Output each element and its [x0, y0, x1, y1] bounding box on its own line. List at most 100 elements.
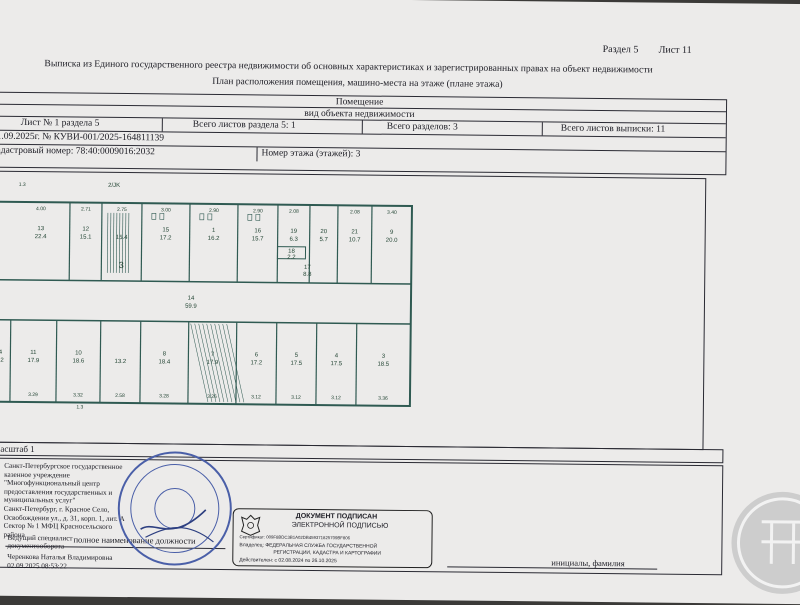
room-wall — [9, 319, 12, 402]
room-wall — [355, 323, 358, 406]
signature-owner2: РЕГИСТРАЦИИ, КАДАСТРА И КАРТОГРАФИИ — [273, 549, 382, 557]
total-sheets-section: Всего листов раздела 5: 1 — [162, 118, 363, 134]
hatch-line — [214, 323, 233, 403]
room-width: 2.08 — [350, 209, 360, 215]
stair-number: 3 — [119, 260, 124, 270]
room-wall — [235, 322, 238, 405]
room-width: 2.90 — [253, 208, 263, 214]
room-area: 8.8 — [303, 272, 312, 278]
room-area: 10.7 — [349, 237, 361, 243]
room-number: 12 — [82, 227, 89, 233]
room-wall — [99, 320, 102, 403]
employee-name: Черенкова Наталья Владимировна — [7, 552, 113, 562]
hatch-line — [210, 323, 229, 403]
document-title: Выписка из Единого государственного реес… — [44, 58, 653, 76]
room-width: 3.40 — [387, 210, 397, 216]
hatch-line — [226, 324, 245, 403]
room-width: 3.29 — [28, 392, 38, 398]
signature-owner: Владелец: ФЕДЕРАЛЬНАЯ СЛУЖБА ГОСУДАРСТВЕ… — [239, 542, 378, 550]
room-area: 5.7 — [319, 237, 328, 243]
hatch-line — [190, 323, 209, 402]
room-wall — [409, 324, 412, 407]
room-number: 7 — [211, 352, 215, 358]
room-area: 18.5 — [377, 362, 389, 368]
room-small-outline — [276, 246, 307, 260]
cadastral-number: адастровый номер: 78:40:0009016:2032 — [0, 144, 258, 162]
section-label: Раздел 5 — [602, 44, 639, 56]
room-wall — [308, 204, 311, 283]
signature-title2: ЭЛЕКТРОННОЙ ПОДПИСЬЮ — [291, 521, 389, 530]
room-wall — [336, 205, 339, 284]
corridor-wall-bottom — [0, 318, 411, 325]
stair-step — [118, 212, 121, 273]
room-width: 4.00 — [36, 206, 46, 212]
room-area: 17.5 — [290, 361, 302, 367]
hatch-line — [202, 323, 221, 403]
room-number: 4 — [335, 353, 339, 359]
hatch-line — [218, 323, 237, 403]
room-wall — [55, 320, 58, 403]
room-area: 12 — [0, 358, 4, 364]
room-number: 3 — [382, 354, 386, 360]
hatch-line — [198, 323, 217, 403]
stair-step — [124, 213, 127, 274]
total-sheets: Всего листов выписки: 11 — [560, 123, 666, 135]
hatch-line — [222, 323, 241, 403]
corridor-number: 14 — [188, 296, 195, 302]
room-width: 3.12 — [251, 394, 261, 400]
room-wall — [370, 205, 373, 284]
room-width: 3.36 — [378, 396, 388, 402]
stair-step — [109, 212, 112, 273]
room-wall — [188, 203, 191, 282]
room-wall — [276, 204, 279, 283]
room-area: 2.2 — [287, 255, 296, 261]
info-table: Помещение вид объекта недвижимости Лист … — [0, 91, 728, 176]
dim-top-left: 1.3 — [19, 182, 26, 188]
room-area: 15.1 — [80, 235, 92, 241]
room-number: 6 — [255, 352, 259, 358]
room-wall — [187, 321, 190, 404]
room-number: 15 — [162, 227, 169, 233]
total-sections: Всего разделов: 3 — [362, 120, 543, 136]
room-wall — [68, 202, 71, 281]
window-mark — [159, 213, 165, 220]
initials-caption: инициалы, фамилия — [551, 557, 625, 569]
room-area: 16.2 — [208, 236, 220, 242]
window-mark — [255, 214, 261, 221]
room-area: 17.2 — [250, 360, 262, 366]
hatch-line — [206, 323, 225, 403]
room-width: 3.32 — [73, 392, 83, 398]
floor-plan: 1322.44.001215.12.7115.42.751517.23.0011… — [0, 182, 413, 411]
window-mark — [199, 213, 205, 221]
room-number: 9 — [390, 230, 394, 236]
dim-bottom-left: 1.3 — [76, 405, 83, 411]
room-area: 15.7 — [252, 236, 264, 242]
room-number: 21 — [351, 229, 358, 235]
room-width: 2.58 — [115, 393, 125, 399]
room-area: 18.6 — [72, 358, 84, 364]
window-mark — [151, 212, 157, 220]
room-number: 17 — [304, 265, 311, 271]
room-number: 5 — [295, 353, 299, 359]
room-number: 8 — [163, 351, 167, 357]
window-mark — [207, 213, 213, 221]
room-area: 17.5 — [330, 361, 342, 367]
signature-certificate: Сертификат: 009F8BDC3B1A02DB459371825709… — [239, 534, 351, 541]
room-area: 17.2 — [160, 235, 172, 241]
object-type: вид объекта недвижимости — [304, 108, 415, 121]
room-wall — [139, 321, 142, 404]
stair-step — [121, 212, 124, 273]
list-number: Лист № 1 раздела 5 — [0, 116, 163, 132]
building-outline — [0, 200, 413, 408]
room-area: 6.3 — [289, 237, 298, 243]
signature-validity: Действителен: с 02.08.2024 по 26.10.2025 — [239, 557, 337, 565]
stair-step — [115, 212, 118, 273]
electronic-signature-box: ДОКУМЕНТ ПОДПИСАН ЭЛЕКТРОННОЙ ПОДПИСЬЮ С… — [232, 508, 433, 569]
room-wall — [275, 322, 278, 405]
room-wall — [236, 204, 239, 283]
room-area: 22.4 — [35, 234, 47, 240]
stamp-datetime: 02.09.2025 08:53:22 — [7, 561, 67, 571]
stair-label: 2/JK — [108, 183, 120, 189]
